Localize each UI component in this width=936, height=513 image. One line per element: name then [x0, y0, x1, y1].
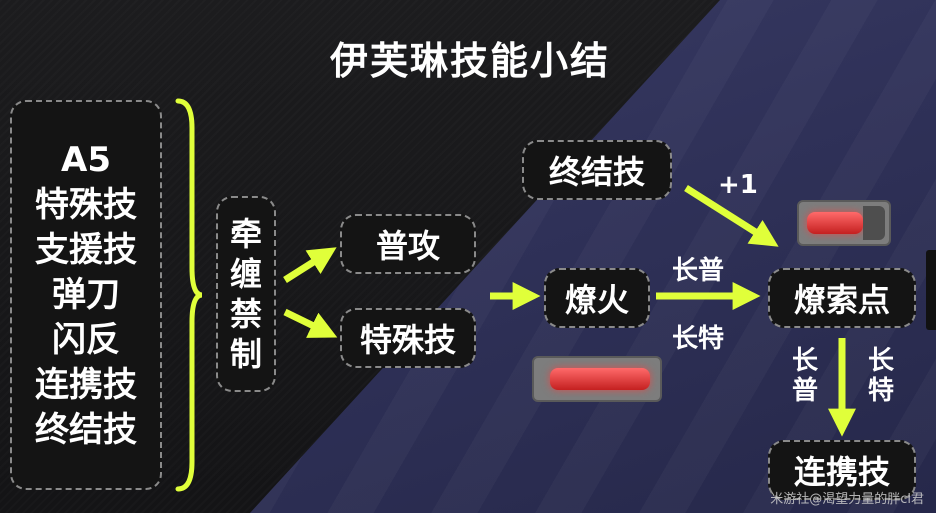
restraint-char: 禁 [229, 295, 262, 333]
node-finisher: 终结技 [522, 140, 672, 200]
list-item: 特殊技 [35, 184, 137, 225]
list-item: 闪反 [52, 319, 120, 360]
list-item: 终结技 [35, 409, 137, 450]
gauge-bar-small [797, 200, 891, 246]
brace-icon [175, 98, 203, 492]
node-special-skill: 特殊技 [340, 308, 476, 368]
label-vertical-long-normal: 长 普 [791, 346, 818, 406]
gauge-bar-large [532, 356, 662, 402]
label-long-special: 长特 [672, 324, 725, 354]
arrow-finisher-to-point [684, 185, 779, 247]
label-long-normal: 长普 [672, 256, 725, 286]
node-chain-attack: 连携技 [768, 440, 916, 500]
skill-list-box: A5 特殊技 支援技 弹刀 闪反 连携技 终结技 [10, 100, 162, 490]
label-plus-one: +1 [718, 170, 758, 200]
restraint-char: 缠 [229, 255, 262, 293]
list-item: 连携技 [35, 364, 137, 405]
page-title: 伊芙琳技能小结 [329, 39, 610, 83]
watermark: 米游社@渴望力量的胖cl君 [770, 492, 924, 507]
list-item: A5 [61, 139, 111, 180]
list-item: 弹刀 [52, 274, 120, 315]
restraint-box: 牵 缠 禁 制 [216, 196, 276, 392]
arrow-to-special-skill [283, 308, 338, 338]
node-ignition: 燎火 [544, 268, 650, 328]
edge-tab [926, 250, 936, 330]
restraint-char: 制 [229, 335, 262, 373]
label-vertical-long-special: 长 特 [867, 346, 894, 406]
node-normal-attack: 普攻 [340, 214, 476, 274]
arrow-to-normal-attack [283, 247, 337, 283]
list-item: 支援技 [35, 229, 137, 270]
node-ignition-point: 燎索点 [768, 268, 916, 328]
restraint-char: 牵 [229, 215, 262, 253]
